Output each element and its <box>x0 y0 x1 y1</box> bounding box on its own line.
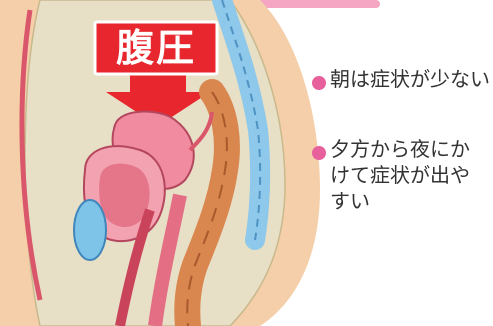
bullet-text-2: 夕方から夜にかけて症状が出やすい <box>330 136 480 214</box>
bullet-dot-1 <box>312 76 326 90</box>
pressure-label: 腹圧 <box>95 24 217 72</box>
bullet-text-1: 朝は症状が少ない <box>330 66 490 92</box>
pubic-bone <box>74 200 106 260</box>
bullet-dot-2 <box>312 146 326 160</box>
bladder-inner <box>99 164 149 227</box>
